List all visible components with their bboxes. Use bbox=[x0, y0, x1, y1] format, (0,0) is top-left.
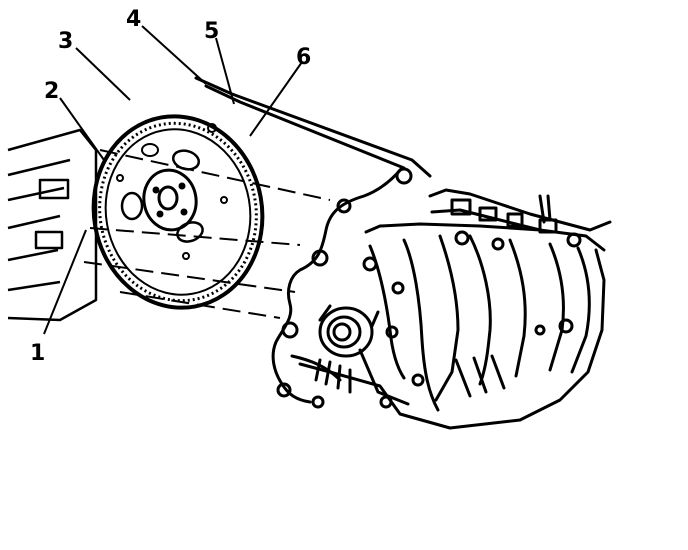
leader-line-1 bbox=[43, 229, 87, 335]
callout-2: 2 bbox=[44, 79, 59, 104]
leader-line-5 bbox=[215, 37, 235, 105]
callouts: 1 2 3 4 5 6 bbox=[30, 7, 311, 366]
callout-1: 1 bbox=[30, 341, 45, 366]
transaxle-case bbox=[194, 76, 612, 430]
leader-line-6 bbox=[249, 61, 303, 137]
engine-block bbox=[7, 128, 98, 322]
alignment-lines bbox=[83, 149, 331, 319]
callout-6: 6 bbox=[296, 45, 311, 70]
leader-lines bbox=[43, 25, 303, 335]
leader-line-3 bbox=[75, 47, 131, 101]
flywheel bbox=[91, 114, 265, 310]
callout-3: 3 bbox=[58, 29, 73, 54]
leader-line-2 bbox=[59, 97, 105, 161]
leader-line-4 bbox=[141, 25, 207, 85]
callout-5: 5 bbox=[204, 19, 219, 44]
callout-4: 4 bbox=[126, 7, 141, 32]
